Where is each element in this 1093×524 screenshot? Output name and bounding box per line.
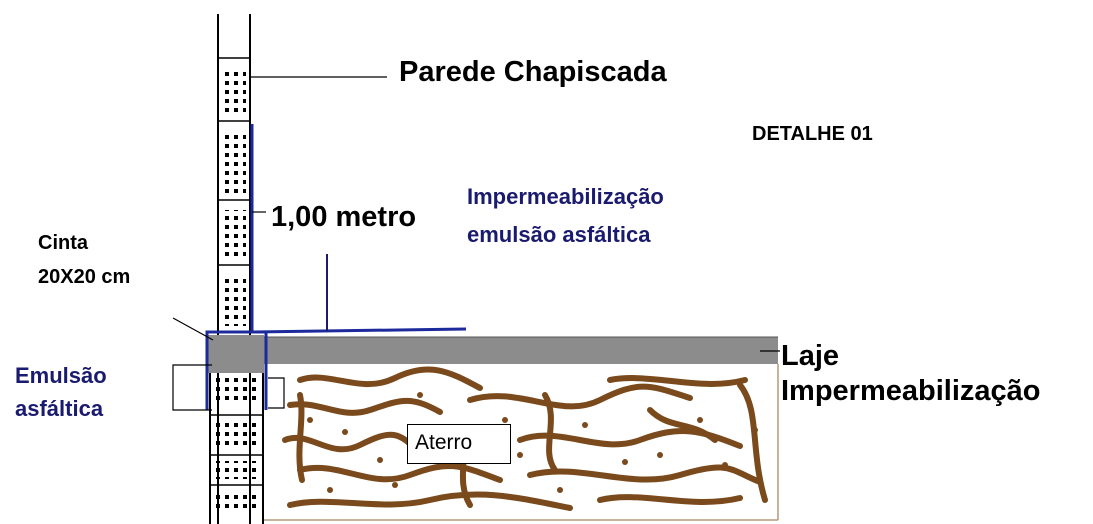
fill-texture [282,366,768,511]
slab-label-line2: Impermeabilização [781,375,1041,407]
wall-label: Parede Chapiscada [399,56,667,88]
beam-leader [172,317,214,341]
beam-label-line2: 20X20 cm [38,266,131,288]
beam-label-line1: Cinta [38,232,88,254]
emulsion-label-line2: asfáltica [15,396,104,421]
concrete-beam [208,335,264,373]
waterproofing-membrane [205,124,467,410]
emulsion-leader-tip [268,377,285,409]
fill-label-box [407,424,511,464]
leader-lines [172,76,780,411]
fill-area-border [264,364,779,521]
waterproofing-label-line2: emulsão asfáltica [467,222,651,247]
brick-holes [215,70,259,513]
wall-column [209,14,264,524]
waterproofing-label-line1: Impermeabilização [467,184,664,209]
brick-joints [210,57,263,486]
emulsion-leader [172,364,212,411]
fill-speckles [307,392,758,493]
floor-slab [264,337,778,364]
slab-label-line1: Laje [781,340,840,372]
height-dimension-label: 1,00 metro [271,201,417,233]
emulsion-label-line1: Emulsão [15,363,107,388]
fill-label: Aterro [415,431,473,454]
detail-title: DETALHE 01 [752,123,873,145]
